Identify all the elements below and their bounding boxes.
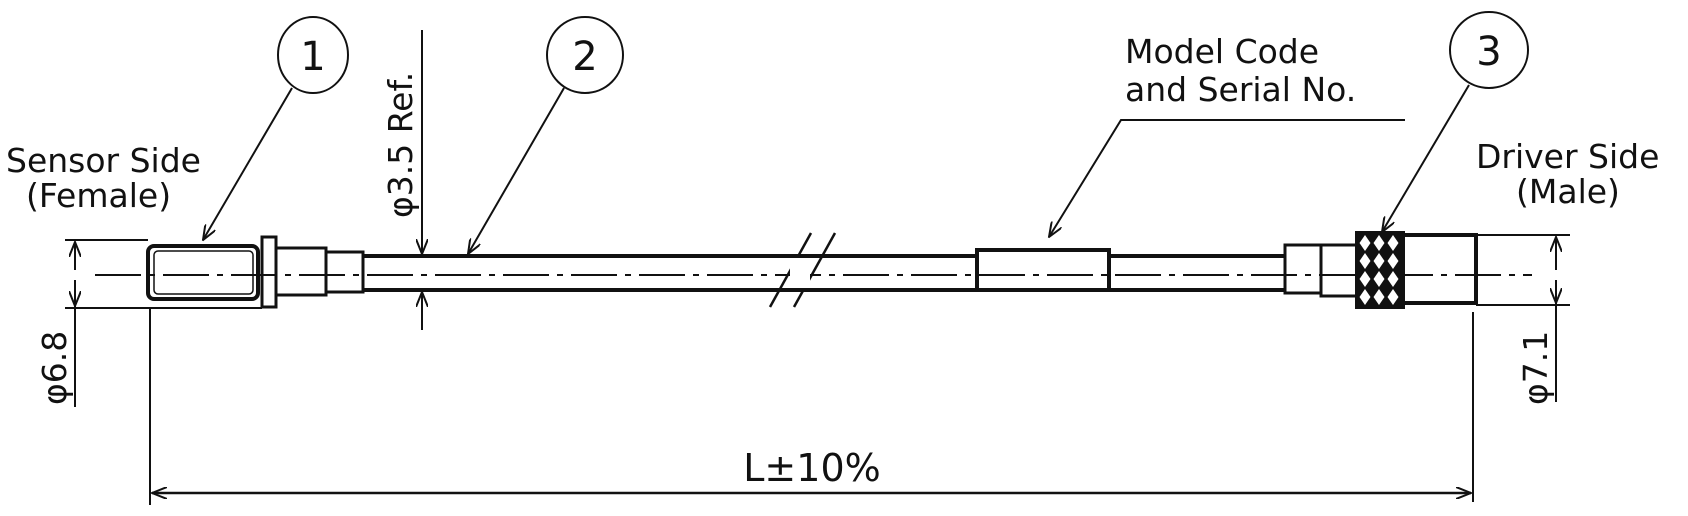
model-code-label: Model Code — [1125, 32, 1319, 71]
driver-side-label: Driver Side — [1476, 137, 1659, 176]
break-mark — [792, 232, 837, 308]
driver-side-sublabel: (Male) — [1516, 172, 1620, 211]
length-label: L±10% — [743, 446, 880, 490]
model-code-leader — [1049, 119, 1405, 237]
sensor-connector — [146, 235, 365, 309]
balloon-2-label: 2 — [572, 34, 597, 80]
leader-line-2 — [468, 87, 565, 254]
balloon-3-label: 3 — [1476, 29, 1501, 75]
cable — [363, 232, 1285, 308]
driver-diameter-dimension: φ7.1 — [1476, 234, 1570, 405]
model-code-callout: Model Code and Serial No. — [1049, 32, 1405, 237]
model-code-sleeve — [975, 248, 1111, 292]
length-dimension: L±10% — [149, 308, 1474, 505]
sensor-diameter-dimension: φ6.8 — [35, 239, 262, 407]
sensor-side-sublabel: (Female) — [26, 176, 171, 215]
sensor-diameter-label: φ6.8 — [35, 331, 74, 405]
serial-no-label: and Serial No. — [1125, 70, 1356, 109]
driver-connector — [1283, 231, 1478, 309]
cable-diameter-label: φ3.5 Ref. — [381, 72, 420, 218]
balloon-2: 2 — [468, 16, 624, 254]
leader-line-1 — [203, 87, 293, 240]
knurled-nut — [1355, 231, 1405, 309]
balloon-3: 3 — [1382, 11, 1529, 232]
balloon-1-label: 1 — [300, 34, 325, 80]
sensor-side-label: Sensor Side — [6, 141, 201, 180]
driver-diameter-label: φ7.1 — [1516, 331, 1555, 405]
balloon-1: 1 — [203, 16, 349, 240]
cable-diameter-dimension: φ3.5 Ref. — [381, 30, 422, 330]
leader-line-3 — [1382, 84, 1470, 232]
